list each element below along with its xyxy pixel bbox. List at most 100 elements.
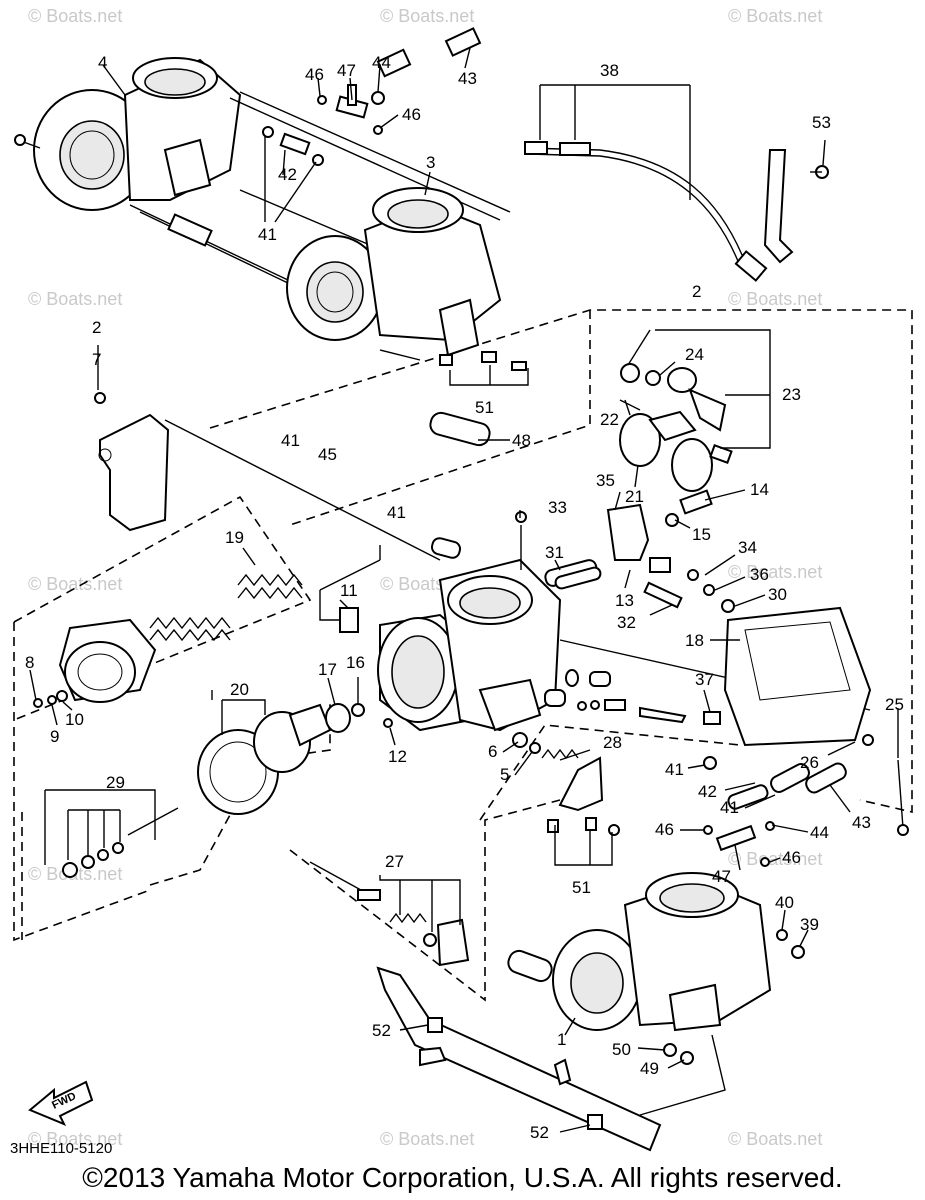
diaphragm-piston-20 xyxy=(127,703,393,836)
callout-9: 9 xyxy=(50,727,59,746)
callout-34: 34 xyxy=(738,538,757,557)
callout-44: 44 xyxy=(372,53,391,72)
callout-3: 3 xyxy=(426,153,435,172)
callout-41: 41 xyxy=(281,431,300,450)
callout-38: 38 xyxy=(600,61,619,80)
callout-30: 30 xyxy=(768,585,787,604)
bracket-7 xyxy=(94,392,441,561)
callout-11: 11 xyxy=(340,581,358,600)
carburetor-3 xyxy=(286,187,502,361)
callout-1: 1 xyxy=(557,1030,566,1049)
callout-10: 10 xyxy=(65,710,84,729)
callout-44: 44 xyxy=(810,823,829,842)
callout-22: 22 xyxy=(600,410,619,429)
callout-52: 52 xyxy=(372,1021,391,1040)
callout-21: 21 xyxy=(625,487,644,506)
watermark: © Boats.net xyxy=(380,1129,474,1149)
carburetor-1 xyxy=(507,872,805,1065)
watermark: © Boats.net xyxy=(28,289,122,309)
callout-53: 53 xyxy=(812,113,831,132)
callout-32: 32 xyxy=(617,613,636,632)
throttle-cable-38 xyxy=(524,141,768,282)
float-chamber-18 xyxy=(544,503,909,836)
callout-42: 42 xyxy=(278,165,297,184)
callout-46: 46 xyxy=(305,65,324,84)
callout-2: 2 xyxy=(92,318,101,337)
callout-36: 36 xyxy=(750,565,769,584)
callout-46: 46 xyxy=(402,105,421,124)
watermark: © Boats.net xyxy=(728,6,822,26)
callout-46: 46 xyxy=(655,820,674,839)
callout-43: 43 xyxy=(852,813,871,832)
callout-42: 42 xyxy=(698,782,717,801)
callout-31: 31 xyxy=(545,543,564,562)
leader-lines xyxy=(29,47,899,1133)
callout-45: 45 xyxy=(318,445,337,464)
copyright-notice: ©2013 Yamaha Motor Corporation, U.S.A. A… xyxy=(82,1162,843,1193)
callout-28: 28 xyxy=(603,733,622,752)
watermark: © Boats.net xyxy=(728,849,822,869)
callout-16: 16 xyxy=(346,653,365,672)
callout-12: 12 xyxy=(388,747,407,766)
callout-51: 51 xyxy=(475,398,494,417)
callout-41: 41 xyxy=(665,760,684,779)
bracket-53 xyxy=(763,149,829,264)
watermark: © Boats.net xyxy=(728,562,822,582)
callout-5: 5 xyxy=(500,765,509,784)
callout-47: 47 xyxy=(712,867,731,886)
callout-17: 17 xyxy=(318,660,337,679)
callout-41: 41 xyxy=(258,225,277,244)
watermark: © Boats.net xyxy=(28,6,122,26)
callout-26: 26 xyxy=(800,753,819,772)
starter-plunger-27 xyxy=(309,861,470,967)
carburetor-4 xyxy=(14,57,242,211)
diagram-code: 3HHE110-5120 xyxy=(10,1140,113,1157)
callout-2: 2 xyxy=(692,282,701,301)
watermark: © Boats.net xyxy=(28,574,122,594)
callout-46: 46 xyxy=(782,848,801,867)
callout-52: 52 xyxy=(530,1123,549,1142)
callout-39: 39 xyxy=(800,915,819,934)
callout-40: 40 xyxy=(775,893,794,912)
watermark: © Boats.net xyxy=(728,289,822,309)
watermark: © Boats.net xyxy=(728,1129,822,1149)
callout-15: 15 xyxy=(692,525,711,544)
callout-labels: 1 2 2 3 4 5 6 7 8 9 10 11 12 13 14 15 16… xyxy=(25,53,904,1142)
callout-41: 41 xyxy=(387,503,406,522)
needle-group-29 xyxy=(62,842,124,878)
callout-51: 51 xyxy=(572,878,591,897)
callout-43: 43 xyxy=(458,69,477,88)
callout-47: 47 xyxy=(337,61,356,80)
watermark: © Boats.net xyxy=(380,6,474,26)
callout-37: 37 xyxy=(695,670,714,689)
callout-25: 25 xyxy=(885,695,904,714)
callout-24: 24 xyxy=(685,345,704,364)
callout-48: 48 xyxy=(512,431,531,450)
callout-6: 6 xyxy=(488,742,497,761)
choke-assembly-right xyxy=(619,363,733,527)
callout-4: 4 xyxy=(98,53,107,72)
callout-29: 29 xyxy=(106,773,125,792)
watermark: © Boats.net xyxy=(28,1129,122,1149)
callout-20: 20 xyxy=(230,680,249,699)
callout-50: 50 xyxy=(612,1040,631,1059)
top-small-parts xyxy=(262,27,527,447)
callout-7: 7 xyxy=(92,350,101,369)
fwd-arrow-icon: FWD xyxy=(28,1080,94,1126)
callout-19: 19 xyxy=(225,528,244,547)
diaphragm-cover xyxy=(33,618,157,708)
callout-35: 35 xyxy=(596,471,615,490)
callout-41: 41 xyxy=(720,798,739,817)
callout-8: 8 xyxy=(25,653,34,672)
callout-14: 14 xyxy=(750,480,769,499)
springs xyxy=(149,573,579,924)
callout-23: 23 xyxy=(782,385,801,404)
callout-18: 18 xyxy=(685,631,704,650)
callout-13: 13 xyxy=(615,591,634,610)
callout-27: 27 xyxy=(385,852,404,871)
dashed-group-outlines xyxy=(13,309,913,1002)
callout-33: 33 xyxy=(548,498,567,517)
callout-49: 49 xyxy=(640,1059,659,1078)
right-linkage xyxy=(512,732,847,867)
